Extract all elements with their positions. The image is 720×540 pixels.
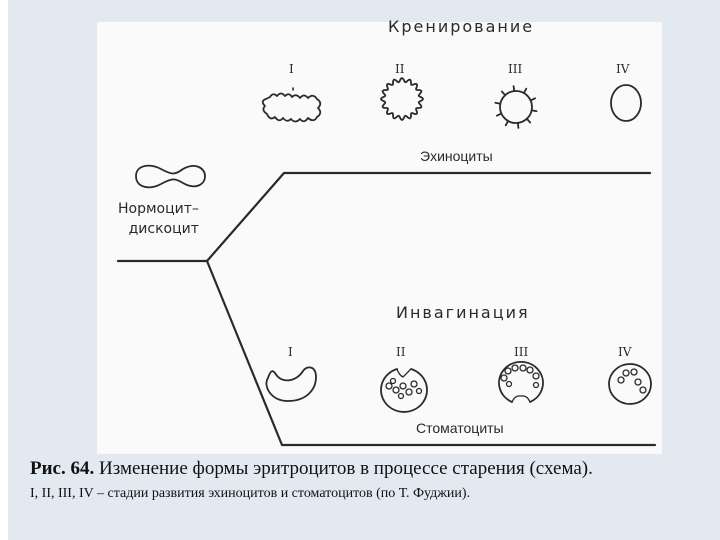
spicule: [530, 109, 538, 113]
figure-legend: I, II, III, IV – стадии развития эхиноци…: [30, 486, 471, 501]
spicule: [504, 120, 510, 127]
echinocyte-stage-3-cell: [499, 90, 533, 124]
spicule: [500, 90, 507, 97]
echinocytes-label: Эхиноциты: [420, 148, 493, 164]
echinocyte-stage-label-1: I: [289, 62, 294, 76]
echinocyte-stage-label-3: III: [508, 62, 523, 76]
stomatocyte-stage-label-1: I: [288, 345, 293, 359]
stomatocyte-stage-3-vesicles: [500, 364, 540, 403]
stomatocyte-stage-label-2: II: [396, 345, 406, 359]
normocyte-label-line-1: Нормоцит–: [118, 201, 199, 217]
normocyte-label: Нормоцит– дискоцит: [118, 199, 199, 239]
stomatocyte-stage-label-3: III: [514, 345, 529, 359]
spicule: [529, 97, 536, 102]
stomatocyte-stage-1-cell: [265, 366, 317, 402]
diagram-panel: [97, 22, 662, 454]
stomatocyte-stage-2-cell: [380, 368, 428, 413]
echinocyte-stage-1-cell: [261, 92, 322, 123]
stomatocyte-branch-line: [205, 259, 657, 447]
stomatocyte-stage-4-cell: [608, 363, 652, 405]
spicule: [523, 87, 528, 94]
stomatocyte-stage-3-cell: [498, 361, 544, 403]
spicule: [516, 122, 520, 129]
stomatocyte-stage-2-vesicles: [385, 368, 423, 400]
spicule: [495, 112, 503, 117]
figure-number: Рис. 64.: [30, 458, 95, 479]
echinocyte-stage-label-4: IV: [616, 62, 630, 76]
spicule: [512, 85, 516, 92]
spicule: [525, 117, 532, 124]
spicule: [494, 101, 502, 105]
normocyte-label-line-2: дискоцит: [128, 221, 199, 237]
stomatocyte-stage-4-vesicles: [617, 368, 647, 394]
normocyte-discocyte-cell: [135, 164, 206, 189]
echinocyte-branch-line: [205, 171, 652, 263]
echinocyte-stage-3-spicules: [494, 85, 538, 129]
crenation-title: Кренирование: [388, 17, 535, 36]
figure-title: Изменение формы эритроцитов в процессе с…: [99, 458, 593, 479]
echinocyte-stage-4-cell: [610, 84, 642, 122]
stomatocytes-label: Стоматоциты: [416, 420, 504, 436]
figure-caption: Рис. 64. Изменение формы эритроцитов в п…: [30, 458, 593, 480]
invagination-title: Инвагинация: [396, 303, 530, 322]
echinocyte-stage-2-cell: [380, 77, 424, 121]
echinocyte-stage-label-2: II: [395, 62, 405, 76]
stomatocyte-stage-label-4: IV: [618, 345, 632, 359]
